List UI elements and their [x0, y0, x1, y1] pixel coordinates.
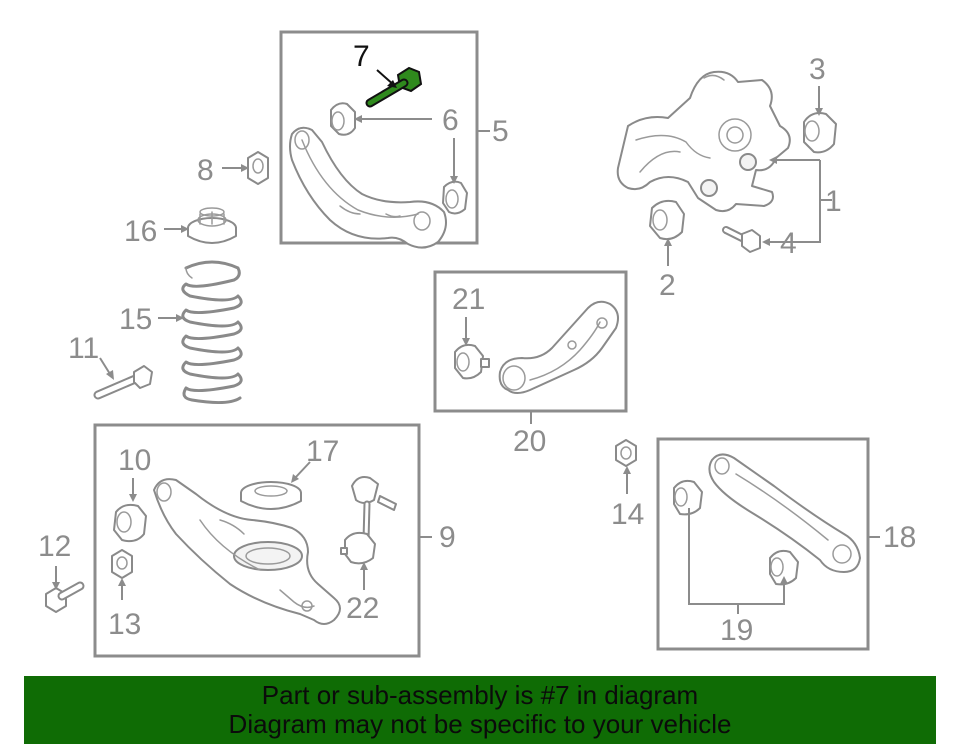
stabilizer-link-part-22[interactable]: [340, 476, 397, 565]
bolt-part-12[interactable]: [45, 581, 85, 613]
callout-22[interactable]: 22: [346, 592, 379, 625]
callout-17[interactable]: 17: [306, 435, 339, 468]
group-box-5: [279, 30, 479, 245]
group-box-18: [656, 437, 870, 651]
spring-pad-part-17[interactable]: [240, 481, 302, 510]
lower-control-arm-part-9[interactable]: [153, 478, 341, 625]
bushing-part-3[interactable]: [803, 112, 837, 154]
callout-12[interactable]: 12: [38, 530, 71, 563]
nut-part-8[interactable]: [247, 151, 269, 185]
callout-21[interactable]: 21: [452, 283, 485, 316]
nut-part-14[interactable]: [615, 439, 637, 467]
callout-1[interactable]: 1: [825, 185, 842, 218]
group-box-9: [93, 423, 421, 658]
bushing-part-2[interactable]: [649, 199, 685, 241]
bolt-part-11[interactable]: [93, 365, 153, 400]
callout-9[interactable]: 9: [439, 521, 456, 554]
callout-3[interactable]: 3: [809, 53, 826, 86]
spring-seat-part-16[interactable]: [187, 207, 237, 244]
callout-16[interactable]: 16: [124, 215, 157, 248]
callout-11[interactable]: 11: [68, 332, 99, 365]
callout-7[interactable]: 7: [353, 40, 370, 73]
callout-14[interactable]: 14: [611, 498, 644, 531]
callout-2[interactable]: 2: [659, 269, 676, 302]
bolt-part-7[interactable]: [365, 66, 423, 108]
bushing-part-19a[interactable]: [673, 479, 703, 516]
callout-18[interactable]: 18: [883, 521, 916, 554]
info-banner: Part or sub-assembly is #7 in diagram Di…: [24, 676, 936, 744]
callout-20[interactable]: 20: [513, 425, 546, 458]
callout-10[interactable]: 10: [118, 444, 151, 477]
callout-13[interactable]: 13: [108, 608, 141, 641]
callout-19[interactable]: 19: [720, 614, 753, 647]
bushing-part-6a[interactable]: [330, 102, 356, 136]
trailing-arm-part-20[interactable]: [498, 300, 619, 394]
bolt-part-4[interactable]: [722, 226, 761, 253]
bushing-part-21[interactable]: [454, 343, 490, 380]
callout-labels: 7 6 5 3 1 4 2 8 16 15 11 21 20 10 13 17 …: [38, 40, 916, 647]
callout-6[interactable]: 6: [442, 104, 459, 137]
callout-5[interactable]: 5: [492, 115, 509, 148]
lateral-arm-part-18[interactable]: [708, 453, 861, 573]
callout-8[interactable]: 8: [197, 154, 214, 187]
coil-spring-part-15[interactable]: [181, 260, 243, 405]
banner-line-1: Part or sub-assembly is #7 in diagram: [261, 680, 699, 710]
banner-line-2: Diagram may not be specific to your vehi…: [228, 709, 732, 739]
knuckle-part-1[interactable]: [616, 70, 791, 213]
callout-15[interactable]: 15: [119, 303, 152, 336]
leader-lines: [52, 69, 880, 614]
callout-4[interactable]: 4: [780, 227, 797, 260]
upper-control-arm-part-5[interactable]: [289, 126, 447, 249]
bushing-part-6b[interactable]: [442, 180, 468, 215]
nut-part-13[interactable]: [111, 549, 133, 579]
bushing-part-19b[interactable]: [769, 549, 799, 586]
bushing-part-10[interactable]: [113, 503, 147, 543]
